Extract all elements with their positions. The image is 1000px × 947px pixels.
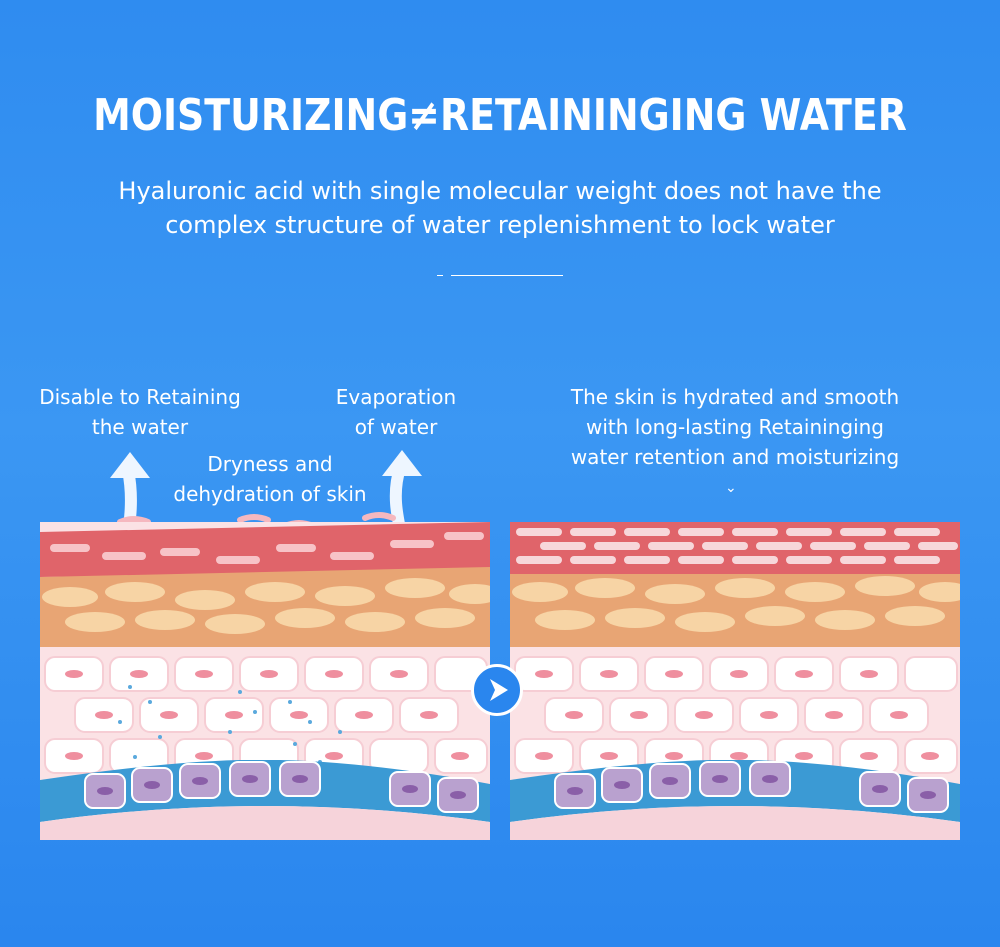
next-arrow-button <box>471 664 523 716</box>
label-hydrated: The skin is hydrated and smooth with lon… <box>540 382 930 472</box>
label-hydrated-line-3: water retention and moisturizing <box>570 445 900 469</box>
page-title: MOISTURIZING≠RETAININGING WATER <box>93 90 907 141</box>
label-dryness-line-1: Dryness and <box>207 452 333 476</box>
chevron-right-icon <box>490 679 508 701</box>
label-dryness: Dryness and dehydration of skin <box>150 449 390 509</box>
label-evaporation-line-1: Evaporation <box>335 385 457 409</box>
skin-diagram-dry <box>40 522 490 840</box>
label-disable-line-1: Disable to Retaining <box>39 385 241 409</box>
subtitle-line-2: complex structure of water replenishment… <box>165 211 835 239</box>
caret-down-icon: ⌄ <box>725 480 737 496</box>
label-disable-retaining: Disable to Retaining the water <box>20 382 260 442</box>
label-dryness-line-2: dehydration of skin <box>173 482 367 506</box>
label-hydrated-line-2: with long-lasting Retaininging <box>585 415 885 439</box>
skin-diagram-hydrated <box>510 522 960 840</box>
label-hydrated-line-1: The skin is hydrated and smooth <box>570 385 900 409</box>
divider-dot <box>437 275 443 276</box>
subtitle: Hyaluronic acid with single molecular we… <box>60 174 940 242</box>
label-disable-line-2: the water <box>91 415 189 439</box>
label-evaporation: Evaporation of water <box>316 382 476 442</box>
label-evaporation-line-2: of water <box>354 415 438 439</box>
subtitle-line-1: Hyaluronic acid with single molecular we… <box>118 177 882 205</box>
divider-line <box>451 275 563 276</box>
